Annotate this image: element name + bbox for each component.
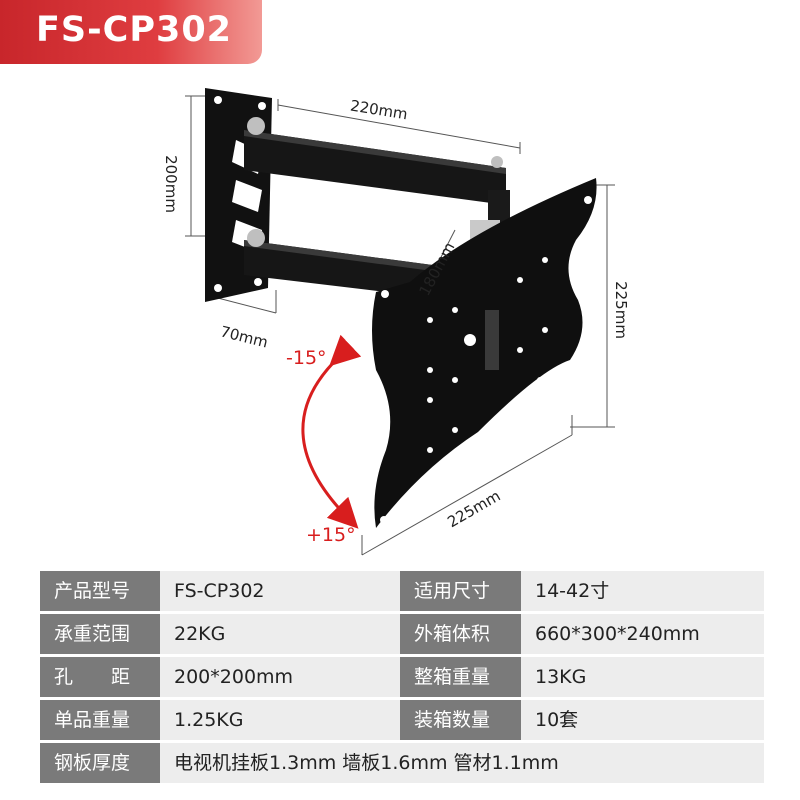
spec-label: 孔 距 — [40, 657, 160, 697]
spec-value: 22KG — [174, 623, 226, 645]
spec-row: 产品型号 FS-CP302 适用尺寸 14-42寸 — [40, 571, 764, 611]
spec-label: 承重范围 — [40, 614, 160, 654]
spec-value: 电视机挂板1.3mm 墙板1.6mm 管材1.1mm — [174, 752, 559, 774]
vesa-plate — [372, 178, 597, 528]
model-banner: FS-CP302 — [0, 0, 262, 64]
spec-label: 外箱体积 — [400, 614, 521, 654]
dimension-lines — [185, 95, 615, 556]
swing-arms — [244, 117, 510, 302]
spec-label: 适用尺寸 — [400, 571, 521, 611]
spec-row: 单品重量 1.25KG 装箱数量 10套 — [40, 700, 764, 740]
spec-row: 孔 距 200*200mm 整箱重量 13KG — [40, 657, 764, 697]
wall-plate-height-label: 200mm — [161, 155, 180, 213]
product-diagram: 220mm 200mm 70mm 225mm 225mm 180mm -15° … — [0, 70, 800, 570]
spec-value: 660*300*240mm — [535, 623, 700, 645]
spec-row-full: 钢板厚度 电视机挂板1.3mm 墙板1.6mm 管材1.1mm — [40, 743, 764, 783]
model-title: FS-CP302 — [36, 10, 233, 50]
spec-label: 单品重量 — [40, 700, 160, 740]
tilt-arrow — [301, 334, 362, 529]
spec-label: 整箱重量 — [400, 657, 521, 697]
spec-value: 13KG — [535, 666, 587, 688]
spec-row: 承重范围 22KG 外箱体积 660*300*240mm — [40, 614, 764, 654]
tilt-down-label: +15° — [306, 524, 356, 546]
spec-value: 200*200mm — [174, 666, 294, 688]
tilt-up-label: -15° — [286, 347, 327, 369]
vesa-height-label: 225mm — [611, 281, 630, 339]
spec-label: 产品型号 — [40, 571, 160, 611]
bracket-illustration — [185, 88, 615, 556]
spec-label: 装箱数量 — [400, 700, 521, 740]
spec-table: 产品型号 FS-CP302 适用尺寸 14-42寸 承重范围 22KG 外箱体积… — [40, 571, 764, 786]
spec-label: 钢板厚度 — [40, 743, 160, 783]
spec-value: FS-CP302 — [174, 580, 265, 602]
spec-value: 1.25KG — [174, 709, 244, 731]
spec-value: 10套 — [535, 709, 579, 731]
spec-value: 14-42寸 — [535, 580, 610, 602]
